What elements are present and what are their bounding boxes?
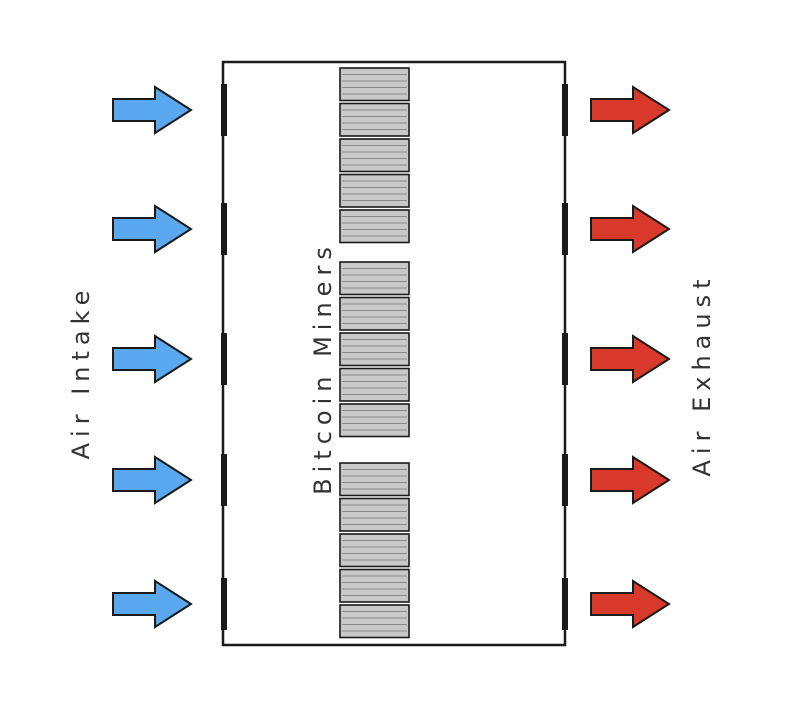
miner-group (339, 67, 410, 244)
exhaust-arrow-icon (590, 455, 671, 505)
exhaust-vent (562, 84, 568, 136)
miner-group (339, 462, 410, 639)
miner-group (339, 261, 410, 438)
miner-unit (339, 209, 410, 244)
intake-arrows (112, 85, 193, 629)
miner-unit (339, 67, 410, 102)
intake-arrow-icon (112, 579, 193, 629)
intake-arrow-icon (112, 334, 193, 384)
air-intake-label: Air Intake (67, 285, 95, 460)
miner-unit (339, 173, 410, 208)
exhaust-arrow-icon (590, 204, 671, 254)
intake-arrow-icon (112, 204, 193, 254)
intake-vent (221, 84, 227, 136)
miner-unit (339, 604, 410, 639)
miner-unit (339, 403, 410, 438)
exhaust-arrow-icon (590, 334, 671, 384)
exhaust-vent (562, 578, 568, 630)
intake-vent (221, 454, 227, 506)
intake-vent (221, 203, 227, 255)
miner-unit (339, 138, 410, 173)
miner-unit (339, 462, 410, 497)
exhaust-vent (562, 454, 568, 506)
intake-vent (221, 578, 227, 630)
miner-unit (339, 367, 410, 402)
intake-vent (221, 333, 227, 385)
left-vents (221, 84, 227, 630)
miner-unit (339, 332, 410, 367)
intake-arrow-icon (112, 455, 193, 505)
air-exhaust-label: Air Exhaust (688, 274, 716, 477)
exhaust-arrow-icon (590, 85, 671, 135)
exhaust-arrow-icon (590, 579, 671, 629)
miner-unit (339, 102, 410, 137)
miner-unit (339, 261, 410, 296)
exhaust-vent (562, 333, 568, 385)
bitcoin-miners-rack (339, 67, 410, 639)
miner-unit (339, 533, 410, 568)
miner-unit (339, 497, 410, 532)
intake-arrow-icon (112, 85, 193, 135)
right-vents (562, 84, 568, 630)
miner-unit (339, 296, 410, 331)
miner-unit (339, 568, 410, 603)
bitcoin-miners-label: Bitcoin Miners (309, 241, 337, 495)
exhaust-vent (562, 203, 568, 255)
exhaust-arrows (590, 85, 671, 629)
